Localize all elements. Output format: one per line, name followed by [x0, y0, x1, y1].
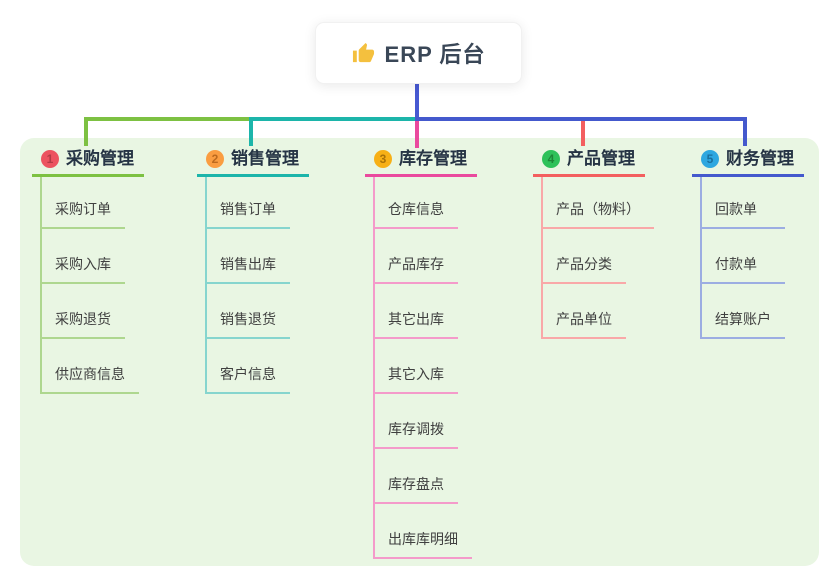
branch-children: 仓库信息产品库存其它出库其它入库库存调拨库存盘点出库库明细 — [373, 177, 472, 559]
root-connector-line — [415, 80, 419, 121]
branch-node: 1 采购管理 采购订单采购入库采购退货供应商信息 — [32, 148, 144, 394]
child-node: 产品单位 — [543, 284, 626, 339]
child-node: 仓库信息 — [375, 177, 458, 229]
child-node: 库存盘点 — [375, 449, 458, 504]
branch-connector-line — [743, 117, 747, 146]
child-node: 产品分类 — [543, 229, 626, 284]
branch-title-label: 产品管理 — [567, 149, 635, 168]
branch-connector-line — [84, 117, 88, 146]
child-node: 库存调拨 — [375, 394, 458, 449]
child-node: 采购入库 — [42, 229, 125, 284]
branch-node: 5 财务管理 回款单付款单结算账户 — [692, 148, 804, 339]
child-node: 出库库明细 — [375, 504, 472, 559]
child-node: 产品库存 — [375, 229, 458, 284]
branch-number-badge: 4 — [542, 149, 560, 168]
bus-segment-2 — [249, 117, 415, 121]
child-node: 销售退货 — [207, 284, 290, 339]
branch-children: 产品（物料）产品分类产品单位 — [541, 177, 654, 339]
branch-number-badge: 2 — [206, 149, 224, 168]
bus-segment-1 — [84, 117, 249, 121]
child-node: 供应商信息 — [42, 339, 139, 394]
bus-segment-3 — [415, 117, 747, 121]
branches-panel — [20, 138, 819, 566]
child-node: 产品（物料） — [543, 177, 654, 229]
child-node: 客户信息 — [207, 339, 290, 394]
branch-number-badge: 3 — [374, 149, 392, 168]
root-node-label: ERP 后台 — [384, 42, 486, 67]
root-node: ERP 后台 — [315, 22, 522, 84]
branch-children: 销售订单销售出库销售退货客户信息 — [205, 177, 290, 394]
child-node: 销售订单 — [207, 177, 290, 229]
child-node: 其它入库 — [375, 339, 458, 394]
branch-title: 3 库存管理 — [365, 148, 477, 177]
child-node: 采购订单 — [42, 177, 125, 229]
branch-title: 1 采购管理 — [32, 148, 144, 177]
child-node: 销售出库 — [207, 229, 290, 284]
branch-number-badge: 5 — [701, 149, 719, 168]
child-node: 回款单 — [702, 177, 785, 229]
child-node: 结算账户 — [702, 284, 785, 339]
branch-connector-line — [581, 121, 585, 146]
branch-title-label: 销售管理 — [231, 149, 299, 168]
branch-title: 2 销售管理 — [197, 148, 309, 177]
branch-connector-line — [415, 121, 419, 148]
branch-title-label: 财务管理 — [726, 149, 794, 168]
thumbs-up-icon — [352, 42, 374, 62]
branch-children: 回款单付款单结算账户 — [700, 177, 785, 339]
branch-title-label: 采购管理 — [66, 149, 134, 168]
branch-number-badge: 1 — [41, 149, 59, 168]
branch-node: 3 库存管理 仓库信息产品库存其它出库其它入库库存调拨库存盘点出库库明细 — [365, 148, 477, 559]
child-node: 采购退货 — [42, 284, 125, 339]
branch-children: 采购订单采购入库采购退货供应商信息 — [40, 177, 139, 394]
branch-node: 2 销售管理 销售订单销售出库销售退货客户信息 — [197, 148, 309, 394]
branch-title: 4 产品管理 — [533, 148, 645, 177]
branch-title: 5 财务管理 — [692, 148, 804, 177]
branch-title-label: 库存管理 — [399, 149, 467, 168]
child-node: 付款单 — [702, 229, 785, 284]
branch-node: 4 产品管理 产品（物料）产品分类产品单位 — [533, 148, 654, 339]
child-node: 其它出库 — [375, 284, 458, 339]
branch-connector-line — [249, 117, 253, 146]
